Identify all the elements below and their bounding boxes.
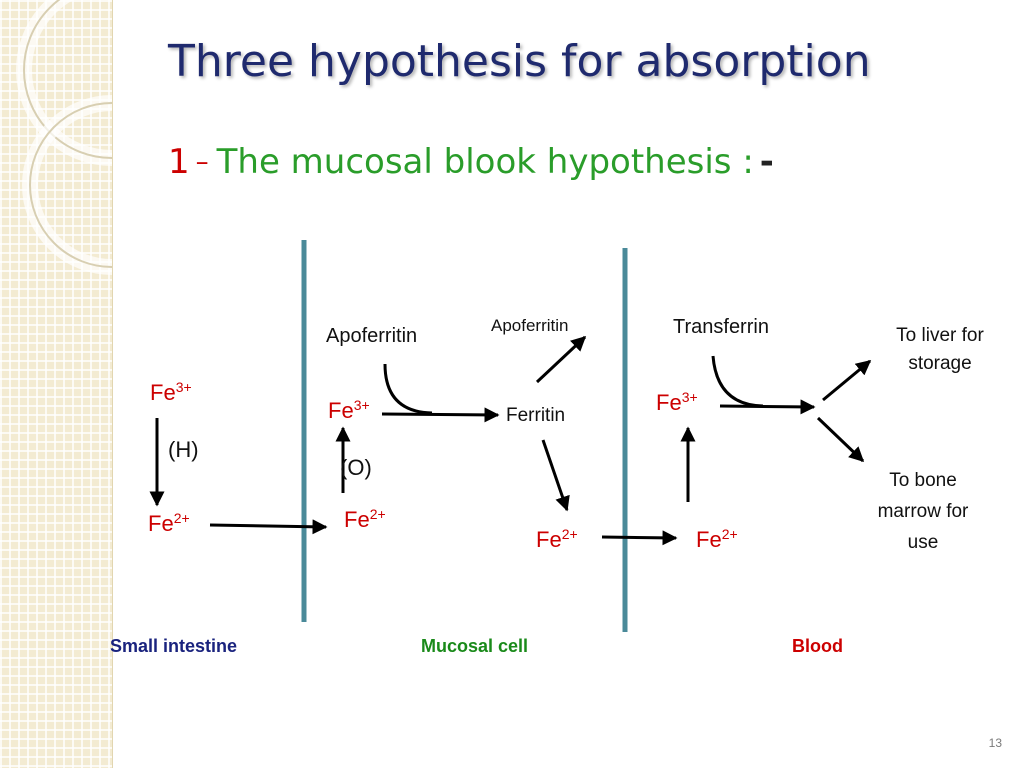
curve-apoferritin-join (383, 363, 433, 415)
region-blood: Blood (792, 636, 843, 656)
page-number: 13 (988, 736, 1002, 750)
fe2-cell-released: Fe2+ (536, 526, 578, 552)
subtitle-dash: – (195, 147, 209, 177)
apoferritin-released-label: Apoferritin (491, 316, 569, 335)
oxidation-label: (O) (340, 455, 372, 480)
fe3-lumen: Fe3+ (150, 379, 192, 405)
arrow-to-bone-marrow (816, 416, 865, 463)
arrow-fe2-into-cell (209, 519, 328, 535)
decorative-rings (16, 0, 112, 275)
apoferritin-label: Apoferritin (326, 325, 418, 347)
slide-title: Three hypothesis for absorption (168, 36, 871, 87)
hypothesis-name: The mucosal blook hypothesis : (216, 142, 754, 182)
ferritin-label: Ferritin (506, 405, 566, 426)
arrow-to-liver (822, 359, 872, 402)
region-small-intestine: Small intestine (110, 636, 238, 656)
arrow-fe2-into-blood (601, 530, 678, 546)
fe2-blood: Fe2+ (696, 526, 738, 552)
arrow-ferritin-to-apoferritin (535, 335, 587, 384)
subtitle-suffix: - (759, 142, 774, 182)
fe3-blood: Fe3+ (656, 389, 698, 415)
arrow-to-ferritin (381, 407, 500, 423)
region-mucosal-cell: Mucosal cell (421, 636, 529, 656)
fe3-cell: Fe3+ (328, 397, 370, 423)
fe2-cell: Fe2+ (344, 506, 386, 532)
reduction-label: (H) (168, 437, 199, 462)
transferrin-label: Transferrin (673, 316, 769, 338)
arrow-to-branch (719, 399, 816, 415)
decorative-sidebar (0, 0, 113, 768)
arrow-ferritin-to-fe2 (541, 439, 570, 512)
slide-subtitle: 1–The mucosal blook hypothesis :- (168, 142, 774, 182)
hypothesis-number: 1 (168, 142, 190, 182)
to-bone-marrow-label: To bone marrow for use (877, 470, 969, 553)
to-liver-label: To liver for storage (896, 325, 984, 374)
curve-transferrin-join (711, 355, 764, 408)
fe2-lumen: Fe2+ (148, 510, 190, 536)
